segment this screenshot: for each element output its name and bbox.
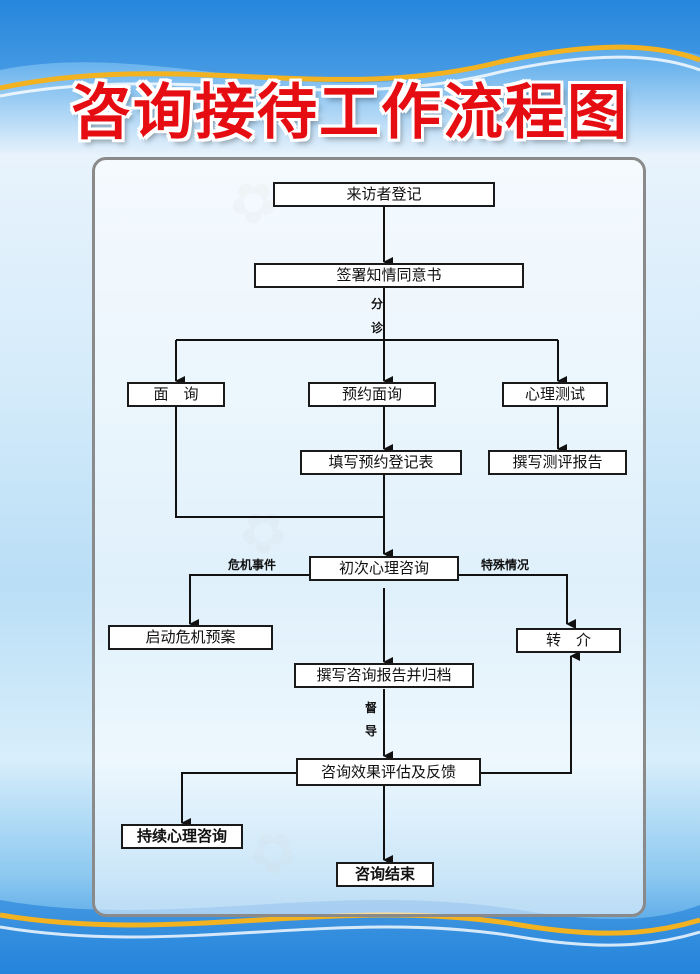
node-write-report: 撰写咨询报告并归档 <box>294 663 474 688</box>
edge-eval-continue <box>181 772 296 828</box>
node-interview: 面 询 <box>127 382 225 407</box>
edge-first-referral <box>459 574 576 629</box>
node-fill-form: 填写预约登记表 <box>300 450 462 475</box>
node-referral: 转 介 <box>516 628 621 653</box>
node-first-consult: 初次心理咨询 <box>309 556 459 581</box>
node-visitor-register: 来访者登记 <box>273 182 495 207</box>
edge-eval-referral <box>481 651 580 774</box>
node-test-report: 撰写测评报告 <box>488 450 627 475</box>
node-sign-consent: 签署知情同意书 <box>254 263 524 288</box>
label-triage-2: 诊 <box>371 321 384 335</box>
node-consult-end: 咨询结束 <box>336 862 434 887</box>
node-psych-test: 心理测试 <box>502 382 608 407</box>
label-crisis-event: 危机事件 <box>228 558 277 572</box>
node-appointment: 预约面询 <box>308 382 436 407</box>
edge-first-crisis <box>189 574 309 629</box>
node-crisis-plan: 启动危机预案 <box>108 625 273 650</box>
label-triage-1: 分 <box>371 297 384 311</box>
label-supervise-1: 督 <box>365 701 378 715</box>
page-title: 咨询接待工作流程图 <box>71 78 629 148</box>
edge-interview-merge <box>175 407 384 518</box>
node-evaluation: 咨询效果评估及反馈 <box>296 758 481 786</box>
label-supervise-2: 导 <box>365 724 378 738</box>
node-continue-consult: 持续心理咨询 <box>121 824 243 849</box>
label-special-case: 特殊情况 <box>481 558 530 572</box>
